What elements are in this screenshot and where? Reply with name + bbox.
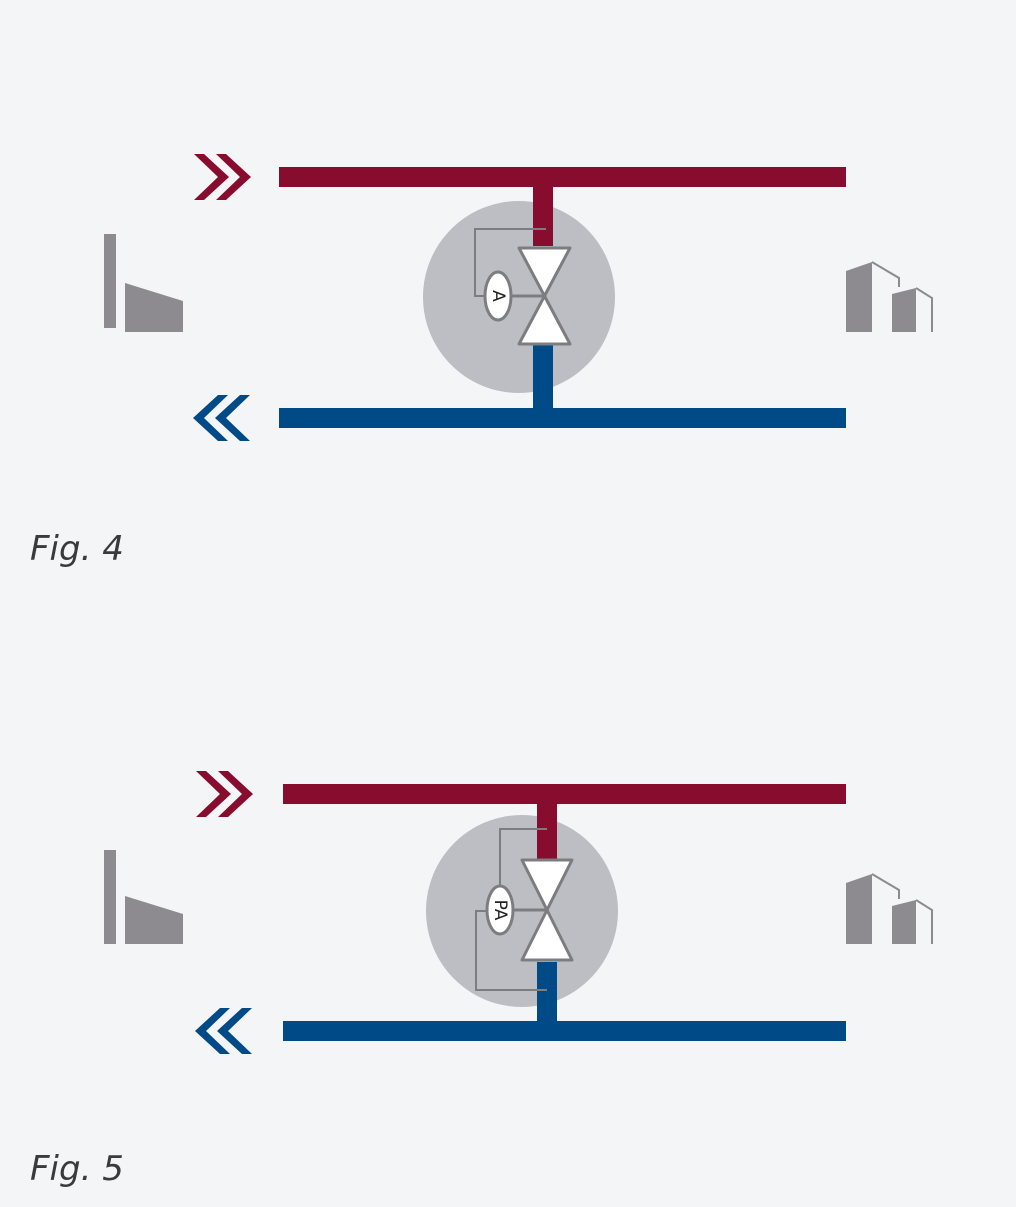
buildings-icon <box>846 261 933 332</box>
control-line-supply <box>499 828 547 886</box>
figure-caption: Fig. 4 <box>30 529 124 569</box>
double-chevron-left-icon <box>195 1008 252 1054</box>
figure-4: A Fig. 4 <box>30 154 933 569</box>
controller-label: A <box>488 290 508 302</box>
factory-icon <box>104 234 183 332</box>
supply-branch <box>533 180 553 246</box>
return-branch <box>537 962 557 1028</box>
supply-pipe <box>283 784 846 804</box>
buildings-icon <box>846 873 933 944</box>
double-chevron-left-icon <box>193 395 250 441</box>
figure-caption: Fig. 5 <box>30 1149 124 1189</box>
return-branch <box>533 345 553 415</box>
controller-gauge: A <box>483 270 513 322</box>
control-line-return <box>475 910 547 991</box>
double-chevron-right-icon <box>194 154 251 200</box>
figure-5: PA Fig. 5 <box>30 771 933 1189</box>
return-pipe <box>283 1021 846 1041</box>
supply-pipe <box>279 167 846 187</box>
controller-label: PA <box>490 900 510 921</box>
control-line <box>474 228 546 297</box>
valve-icon <box>520 858 574 962</box>
double-chevron-right-icon <box>196 771 253 817</box>
controller-gauge: PA <box>485 884 515 936</box>
factory-icon <box>104 850 183 944</box>
valve-icon <box>517 246 572 346</box>
return-pipe <box>279 408 846 428</box>
